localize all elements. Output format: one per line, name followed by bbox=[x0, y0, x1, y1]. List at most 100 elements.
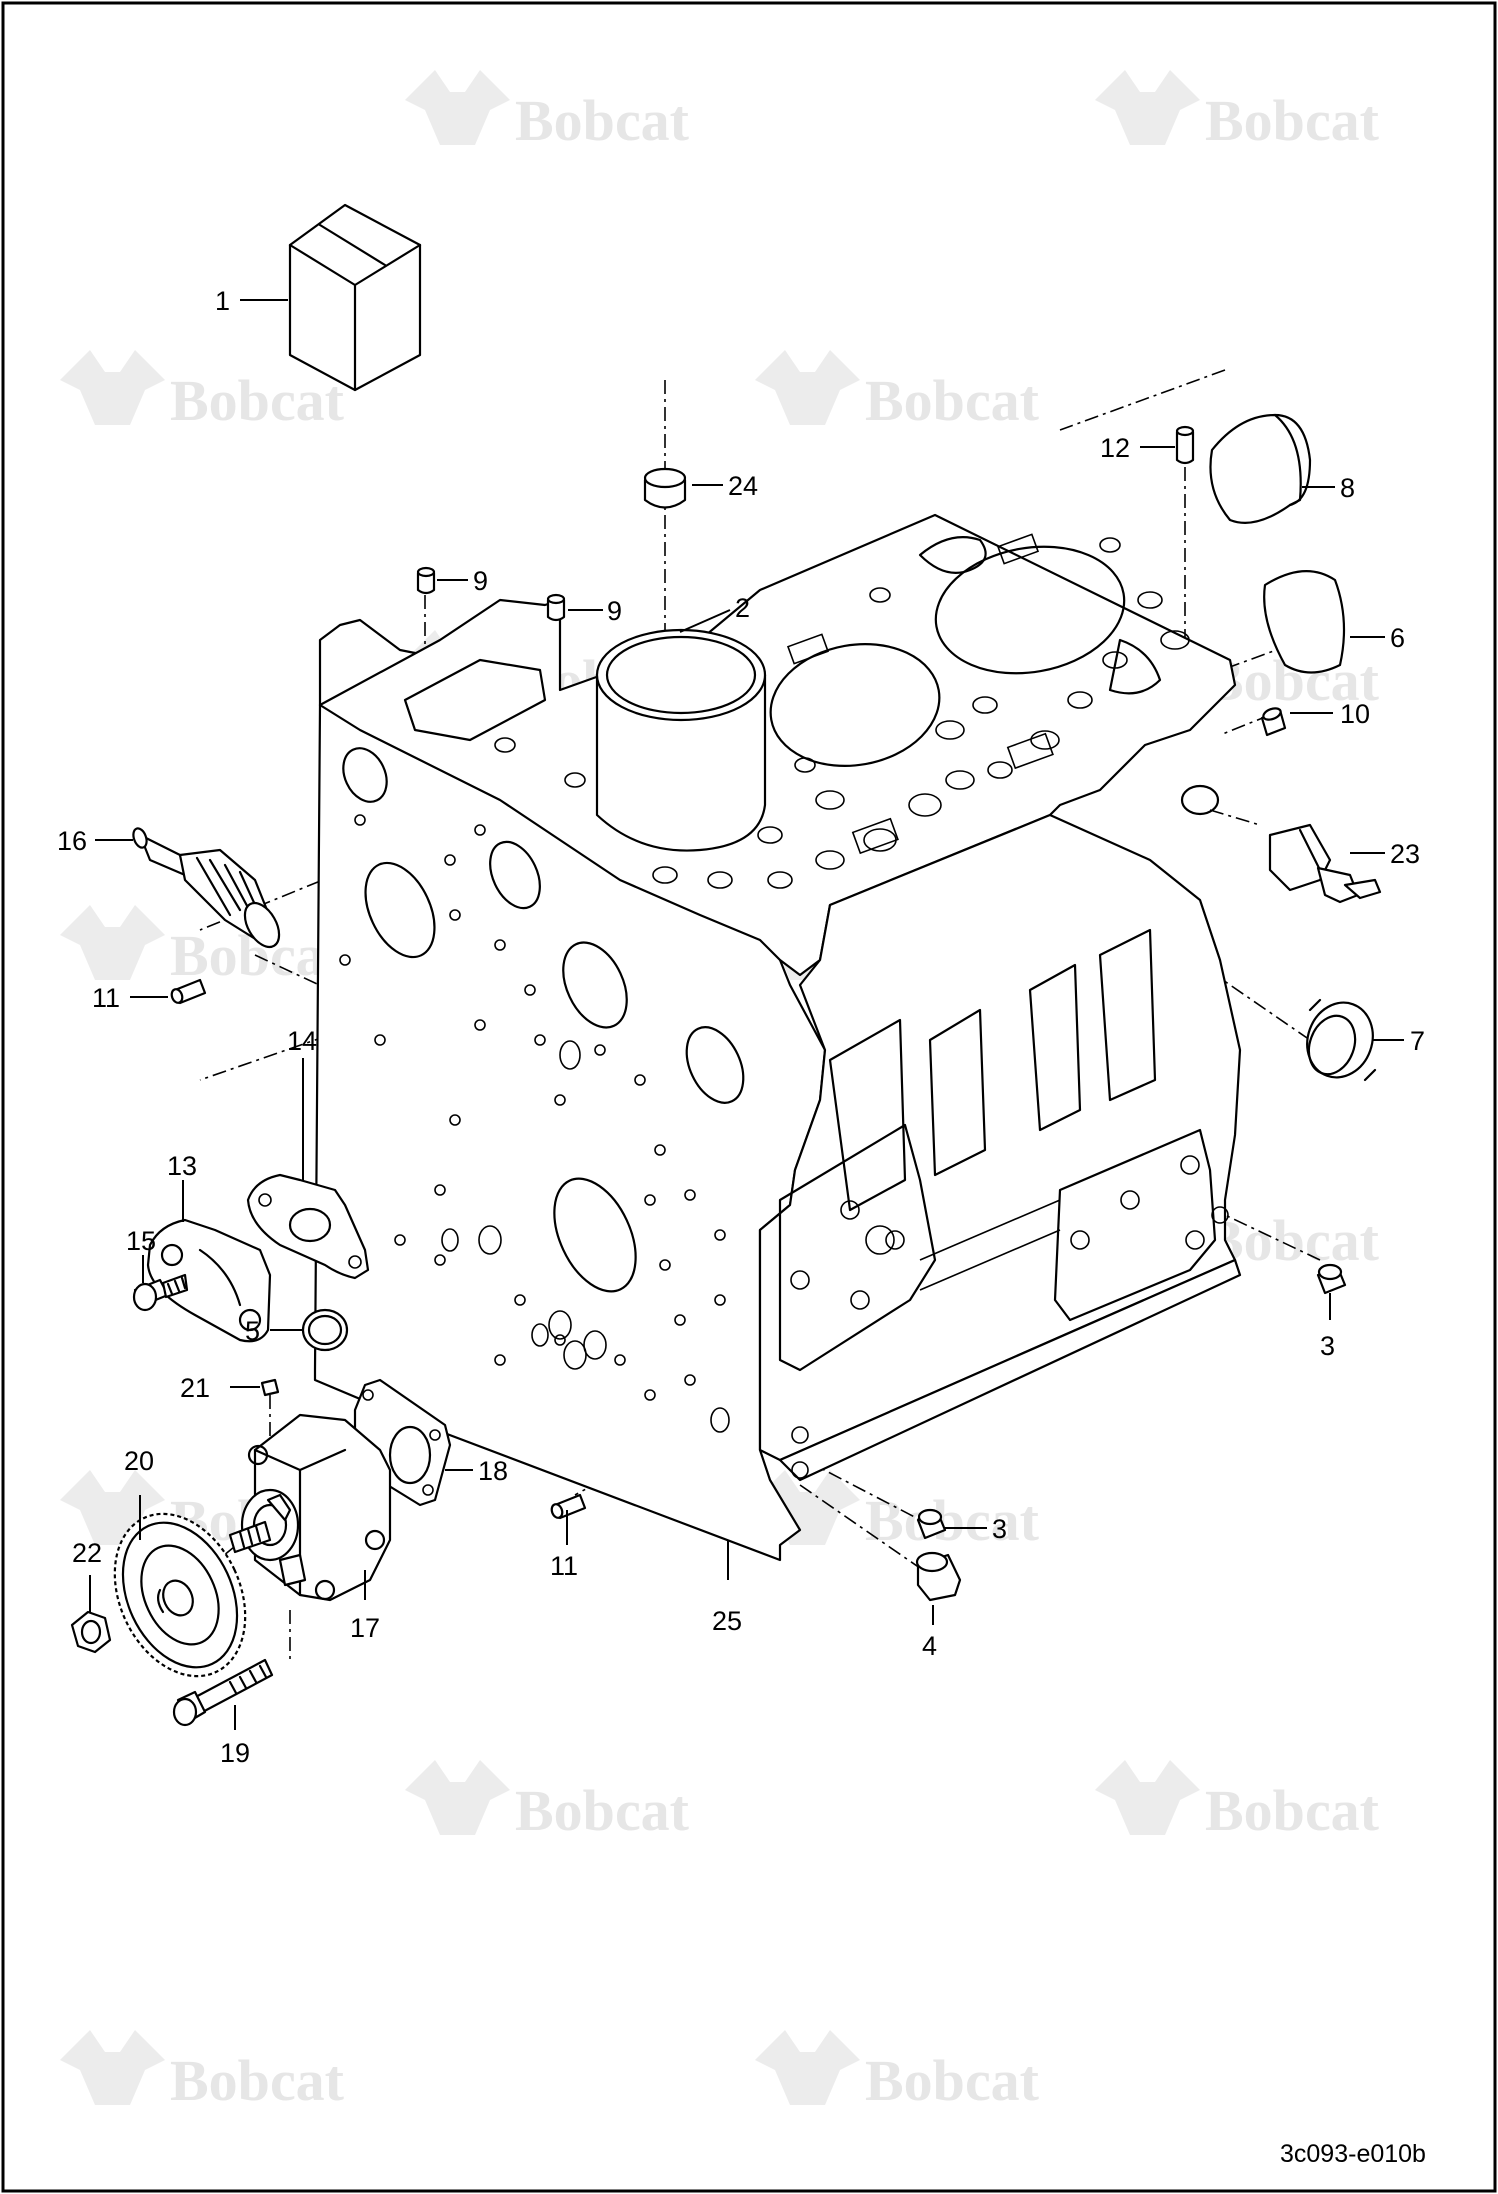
deck-hole bbox=[1067, 691, 1093, 709]
callout-12: 12 bbox=[1100, 433, 1130, 463]
part-9-dowel-pin bbox=[416, 566, 436, 595]
water-jacket bbox=[1108, 638, 1162, 695]
deck-hole bbox=[794, 757, 816, 773]
bobcat-logo-icon bbox=[60, 350, 165, 425]
deck-hole bbox=[564, 772, 586, 788]
deck-hole bbox=[767, 871, 793, 889]
deck-hole bbox=[987, 761, 1013, 779]
block-rib bbox=[928, 1008, 987, 1177]
cylinder-bore bbox=[769, 642, 941, 768]
callout-14: 14 bbox=[287, 1026, 317, 1056]
drawing-reference-code: 3c093-e010b bbox=[1280, 2140, 1426, 2168]
callout-20: 20 bbox=[124, 1446, 154, 1476]
callout-labels: 1 2 3 3 4 5 6 7 8 9 9 10 11 11 12 13 14 … bbox=[57, 286, 1425, 1768]
deck-hole bbox=[1160, 630, 1190, 650]
callout-18: 18 bbox=[478, 1456, 508, 1486]
deck-hole bbox=[908, 793, 942, 817]
part-8-cap-plug bbox=[1209, 413, 1312, 524]
part-2-cylinder-liner bbox=[595, 628, 767, 852]
part-20-drive-gear bbox=[113, 1512, 247, 1678]
crankshaft-bore bbox=[553, 1177, 637, 1293]
watermark-bobcat: Bobcat bbox=[60, 2030, 345, 2113]
part-10-dowel-pin bbox=[1260, 707, 1287, 737]
watermark-text: Bobcat bbox=[515, 88, 690, 153]
bobcat-logo-icon bbox=[60, 1470, 165, 1545]
part-4-plug bbox=[915, 1551, 962, 1602]
cylinder-block bbox=[313, 513, 1242, 1562]
front-bore bbox=[685, 1026, 745, 1104]
part-16-fitting bbox=[132, 827, 281, 949]
water-jacket bbox=[918, 536, 987, 574]
part-3-plug bbox=[916, 1508, 947, 1540]
callout-3: 3 bbox=[1320, 1331, 1335, 1361]
deck-port bbox=[996, 533, 1040, 565]
deck-hole bbox=[1099, 537, 1121, 553]
part-9-dowel-pin bbox=[546, 593, 566, 622]
part-12-dowel-pin bbox=[1175, 425, 1195, 465]
callout-9: 9 bbox=[473, 566, 488, 596]
deck-hole bbox=[945, 770, 975, 790]
callout-2: 2 bbox=[735, 593, 750, 623]
callout-13: 13 bbox=[167, 1151, 197, 1181]
callout-5: 5 bbox=[245, 1316, 260, 1346]
callout-25: 25 bbox=[712, 1606, 742, 1636]
callout-11: 11 bbox=[550, 1551, 578, 1581]
callout-16: 16 bbox=[57, 826, 87, 856]
side-flange bbox=[778, 1123, 937, 1372]
deck-port bbox=[786, 633, 830, 665]
deck-hole bbox=[494, 737, 516, 753]
front-bore bbox=[562, 941, 628, 1029]
callout-10: 10 bbox=[1340, 699, 1370, 729]
side-flange bbox=[1053, 1128, 1217, 1322]
part-17-oil-pump bbox=[228, 1413, 392, 1602]
deck-port bbox=[1006, 732, 1054, 770]
watermark-bobcat: Bobcat bbox=[755, 2030, 1040, 2113]
part-23-oil-pressure-switch bbox=[1268, 823, 1382, 904]
callout-24: 24 bbox=[728, 471, 758, 501]
deck-pad bbox=[403, 658, 547, 742]
deck-hole bbox=[707, 871, 733, 889]
leader-lines bbox=[89, 299, 1404, 1730]
watermark-bobcat: Bobcat bbox=[755, 1470, 1040, 1553]
watermark-text: Bobcat bbox=[865, 368, 1040, 433]
watermark-text: Bobcat bbox=[170, 368, 345, 433]
callout-7: 7 bbox=[1410, 1026, 1425, 1056]
watermark-bobcat: Bobcat bbox=[405, 70, 690, 153]
callout-19: 19 bbox=[220, 1738, 250, 1768]
bobcat-logo-icon bbox=[1095, 1760, 1200, 1835]
watermark-text: Bobcat bbox=[865, 2048, 1040, 2113]
cylinder-bore bbox=[934, 545, 1126, 675]
part-1-box bbox=[288, 203, 422, 392]
callout-4: 4 bbox=[922, 1631, 937, 1661]
deck-hole bbox=[1137, 591, 1163, 609]
bobcat-logo-icon bbox=[755, 1470, 860, 1545]
watermark-bobcat: Bobcat bbox=[1095, 70, 1380, 153]
watermark-text: Bobcat bbox=[865, 1488, 1040, 1553]
callout-11: 11 bbox=[92, 983, 120, 1013]
part-15-bolt bbox=[132, 1273, 189, 1312]
deck-hole bbox=[869, 587, 891, 603]
watermark-bobcat: Bobcat bbox=[1095, 1760, 1380, 1843]
bobcat-logo-icon bbox=[405, 1760, 510, 1835]
bobcat-logo-icon bbox=[755, 2030, 860, 2105]
block-rib bbox=[1098, 928, 1157, 1102]
watermark-text: Bobcat bbox=[170, 2048, 345, 2113]
part-11-dowel-pin bbox=[550, 1493, 587, 1520]
callout-1: 1 bbox=[215, 286, 230, 316]
bobcat-logo-icon bbox=[755, 350, 860, 425]
block-rib bbox=[828, 1018, 907, 1212]
deck-hole bbox=[972, 696, 998, 714]
bobcat-logo-icon bbox=[405, 70, 510, 145]
part-7-oil-seal bbox=[1306, 998, 1377, 1082]
part-5-o-ring bbox=[301, 1308, 349, 1352]
boss bbox=[865, 1225, 895, 1255]
part-3-plug bbox=[1316, 1263, 1347, 1295]
watermark-bobcat: Bobcat bbox=[755, 350, 1040, 433]
part-22-nut bbox=[70, 1610, 112, 1654]
camshaft-bore bbox=[364, 861, 436, 959]
bobcat-logo-icon bbox=[1095, 70, 1200, 145]
front-bore bbox=[489, 840, 541, 910]
bobcat-logo-icon bbox=[60, 2030, 165, 2105]
